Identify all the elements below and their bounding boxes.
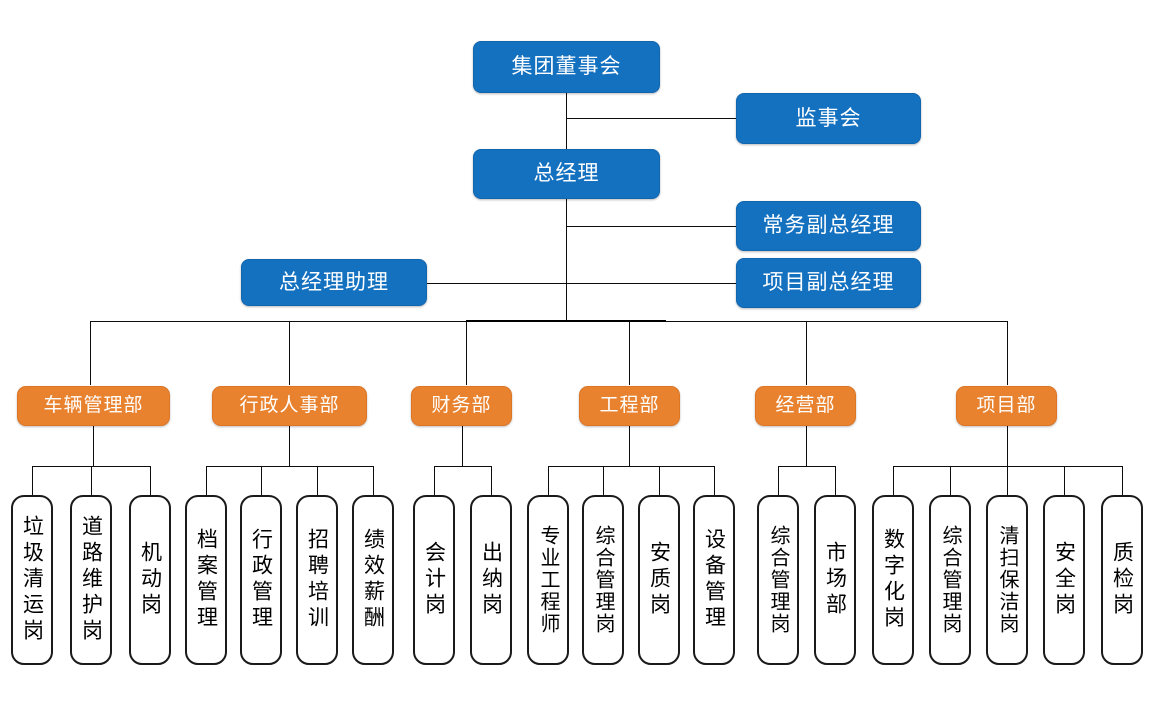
leaf-label: 市场部 xyxy=(823,541,847,619)
connector-bus-to-dept-5 xyxy=(806,321,807,385)
leaf-label: 综合管理岗 xyxy=(592,525,614,635)
leaf-label: 安全岗 xyxy=(1052,541,1076,619)
connector-gm-to-bus xyxy=(566,198,567,322)
leaf-label: 综合管理岗 xyxy=(767,525,789,635)
leaf-position-box[interactable]: 安全岗 xyxy=(1043,495,1085,665)
leaf-position-box[interactable]: 垃圾清运岗 xyxy=(11,495,53,665)
connector-dept4-stem xyxy=(629,424,630,466)
leaf-position-box[interactable]: 综合管理岗 xyxy=(757,495,799,665)
connector-dept4-leaf-4 xyxy=(714,466,715,495)
leaf-label: 综合管理岗 xyxy=(939,525,961,635)
leaf-label: 垃圾清运岗 xyxy=(20,515,44,645)
node-project-vice-gm[interactable]: 项目副总经理 xyxy=(736,258,921,308)
connector-dept6-leaf-3 xyxy=(1007,466,1008,495)
node-department-operations[interactable]: 经营部 xyxy=(755,386,856,426)
node-department-vehicle-management[interactable]: 车辆管理部 xyxy=(17,386,170,426)
connector-dept4-subbus xyxy=(548,466,714,467)
connector-dept2-leaf-1 xyxy=(206,466,207,495)
leaf-position-box[interactable]: 清扫保洁岗 xyxy=(986,495,1028,665)
leaf-position-box[interactable]: 设备管理 xyxy=(693,495,735,665)
leaf-position-box[interactable]: 综合管理岗 xyxy=(582,495,624,665)
connector-bus-to-dept-2 xyxy=(289,321,290,385)
connector-gm-to-exec-vice xyxy=(566,226,736,227)
connector-board-to-supervisory xyxy=(566,118,736,119)
connector-dept5-leaf-2 xyxy=(835,466,836,495)
connector-dept3-leaf-1 xyxy=(434,466,435,495)
connector-bus-to-dept-3 xyxy=(466,321,467,385)
node-gm-assistant[interactable]: 总经理助理 xyxy=(241,259,427,306)
connector-dept6-leaf-5 xyxy=(1122,466,1123,495)
leaf-position-box[interactable]: 综合管理岗 xyxy=(929,495,971,665)
connector-board-to-gm xyxy=(566,92,567,170)
leaf-label: 安质岗 xyxy=(647,541,671,619)
leaf-position-box[interactable]: 数字化岗 xyxy=(872,495,914,665)
connector-dept1-leaf-3 xyxy=(150,466,151,495)
leaf-position-box[interactable]: 档案管理 xyxy=(185,495,227,665)
leaf-position-box[interactable]: 绩效薪酬 xyxy=(352,495,394,665)
connector-dept2-subbus xyxy=(206,466,373,467)
connector-dept6-stem xyxy=(1007,424,1008,466)
connector-dept1-leaf-1 xyxy=(32,466,33,495)
leaf-label: 行政管理 xyxy=(249,528,273,632)
connector-dept2-stem xyxy=(289,424,290,466)
leaf-position-box[interactable]: 会计岗 xyxy=(413,495,455,665)
node-department-admin-hr[interactable]: 行政人事部 xyxy=(212,386,367,426)
connector-dept6-leaf-4 xyxy=(1064,466,1065,495)
connector-gm-to-project-vice xyxy=(566,283,736,284)
leaf-label: 绩效薪酬 xyxy=(361,528,385,632)
connector-dept4-leaf-1 xyxy=(548,466,549,495)
connector-dept3-subbus xyxy=(434,466,491,467)
connector-dept3-leaf-2 xyxy=(491,466,492,495)
connector-dept4-leaf-2 xyxy=(603,466,604,495)
connector-dept4-leaf-3 xyxy=(659,466,660,495)
connector-assistant-to-gm xyxy=(427,283,566,284)
node-department-engineering[interactable]: 工程部 xyxy=(579,386,680,426)
leaf-label: 招聘培训 xyxy=(305,528,329,632)
leaf-position-box[interactable]: 道路维护岗 xyxy=(70,495,112,665)
leaf-label: 会计岗 xyxy=(422,541,446,619)
leaf-position-box[interactable]: 安质岗 xyxy=(638,495,680,665)
leaf-position-box[interactable]: 机动岗 xyxy=(129,495,171,665)
leaf-label: 数字化岗 xyxy=(881,528,905,632)
leaf-label: 档案管理 xyxy=(194,528,218,632)
node-board-of-directors[interactable]: 集团董事会 xyxy=(473,41,660,93)
leaf-label: 清扫保洁岗 xyxy=(996,525,1018,635)
leaf-label: 质检岗 xyxy=(1110,541,1134,619)
connector-dept2-leaf-4 xyxy=(373,466,374,495)
leaf-position-box[interactable]: 市场部 xyxy=(814,495,856,665)
node-executive-vice-gm[interactable]: 常务副总经理 xyxy=(736,201,921,251)
leaf-label: 设备管理 xyxy=(702,528,726,632)
leaf-position-box[interactable]: 质检岗 xyxy=(1101,495,1143,665)
connector-dept5-stem xyxy=(806,424,807,466)
leaf-position-box[interactable]: 出纳岗 xyxy=(470,495,512,665)
connector-dept6-leaf-1 xyxy=(893,466,894,495)
node-general-manager[interactable]: 总经理 xyxy=(473,149,660,199)
connector-dept1-leaf-2 xyxy=(91,466,92,495)
connector-dept3-stem xyxy=(462,424,463,466)
leaf-position-box[interactable]: 专业工程师 xyxy=(527,495,569,665)
department-bus-line-emphasis xyxy=(466,320,666,322)
connector-dept5-subbus xyxy=(778,466,835,467)
connector-dept6-leaf-2 xyxy=(950,466,951,495)
connector-dept2-leaf-3 xyxy=(317,466,318,495)
connector-bus-to-dept-4 xyxy=(629,321,630,385)
connector-dept1-stem xyxy=(93,424,94,466)
connector-dept5-leaf-1 xyxy=(778,466,779,495)
leaf-label: 专业工程师 xyxy=(537,525,559,635)
leaf-label: 机动岗 xyxy=(138,541,162,619)
connector-bus-to-dept-1 xyxy=(90,321,91,385)
leaf-label: 道路维护岗 xyxy=(79,515,103,645)
leaf-label: 出纳岗 xyxy=(479,541,503,619)
connector-dept2-leaf-2 xyxy=(261,466,262,495)
connector-bus-to-dept-6 xyxy=(1007,321,1008,385)
node-department-project[interactable]: 项目部 xyxy=(956,386,1057,426)
node-supervisory-board[interactable]: 监事会 xyxy=(736,93,921,144)
node-department-finance[interactable]: 财务部 xyxy=(411,386,512,426)
leaf-position-box[interactable]: 行政管理 xyxy=(240,495,282,665)
leaf-position-box[interactable]: 招聘培训 xyxy=(296,495,338,665)
